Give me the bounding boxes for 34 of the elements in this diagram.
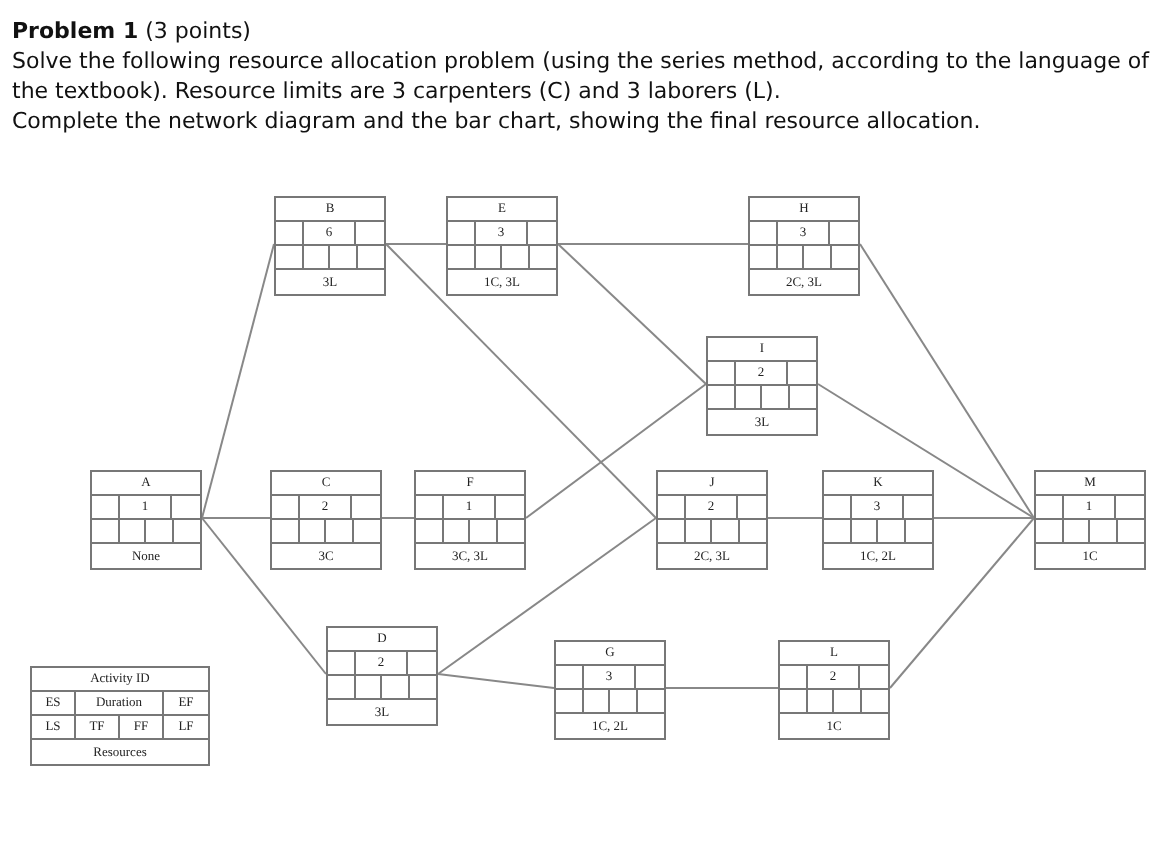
connector-line (665, 687, 779, 689)
connector-line (557, 243, 749, 245)
connector-line (557, 243, 707, 385)
connector-line (381, 517, 415, 519)
connector-line (437, 673, 555, 689)
activity-box (1034, 470, 1146, 570)
activity-box (90, 470, 202, 570)
activity-box (326, 626, 438, 726)
connector-line (201, 517, 271, 519)
activity-box (656, 470, 768, 570)
activity-box (778, 640, 890, 740)
connector-line (201, 517, 327, 675)
activity-box (446, 196, 558, 296)
connector-line (525, 383, 707, 519)
activity-box (414, 470, 526, 570)
instruction-text: Solve the following resource allocation problem (using the series method, according to the language of the textbook). Resource limits are 3 carpenters (C) and 3 laborers (L). (12, 46, 1152, 106)
activity-box (270, 470, 382, 570)
activity-box (706, 336, 818, 436)
problem-title: Problem 1 (3 points) (12, 16, 253, 46)
connector-line (437, 517, 657, 675)
activity-box (274, 196, 386, 296)
activity-box (822, 470, 934, 570)
connector-line (201, 243, 275, 519)
connector-line (859, 243, 1035, 519)
connector-line (385, 243, 447, 245)
connector-line (385, 243, 657, 519)
connector-line (767, 517, 823, 519)
activity-box (748, 196, 860, 296)
legend-box (30, 666, 210, 766)
instruction-text: Complete the network diagram and the bar chart, showing the final resource allocation. (12, 106, 983, 136)
connector-line (817, 383, 1035, 519)
connector-line (933, 517, 1035, 519)
connector-line (889, 517, 1035, 689)
activity-box (554, 640, 666, 740)
